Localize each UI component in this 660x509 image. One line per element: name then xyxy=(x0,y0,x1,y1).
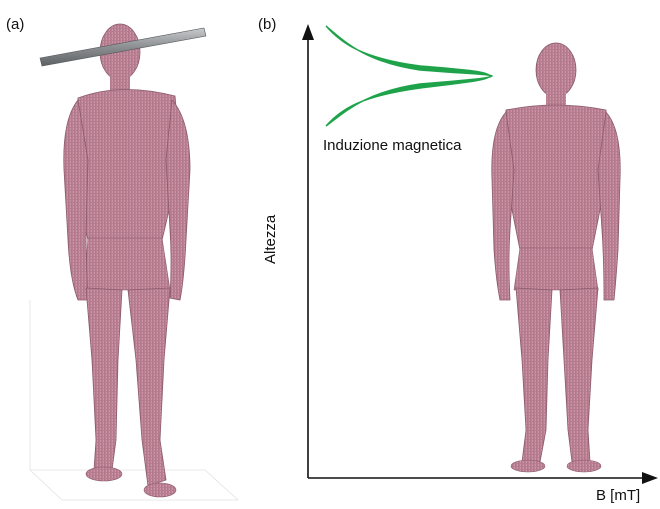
y-axis-label: Altezza xyxy=(262,215,279,264)
panel-label-b: (b) xyxy=(258,16,276,33)
x-axis-label: B [mT] xyxy=(596,487,640,504)
x-axis xyxy=(308,472,658,484)
y-axis-arrow-icon xyxy=(302,24,314,40)
field-curve-label: Induzione magnetica xyxy=(323,137,461,154)
human-model-a xyxy=(64,24,190,497)
y-axis xyxy=(302,24,314,478)
x-axis-arrow-icon xyxy=(642,472,658,484)
human-model-b xyxy=(492,43,620,472)
magnetic-field-curve xyxy=(326,26,492,126)
panel-label-a: (a) xyxy=(6,16,24,33)
